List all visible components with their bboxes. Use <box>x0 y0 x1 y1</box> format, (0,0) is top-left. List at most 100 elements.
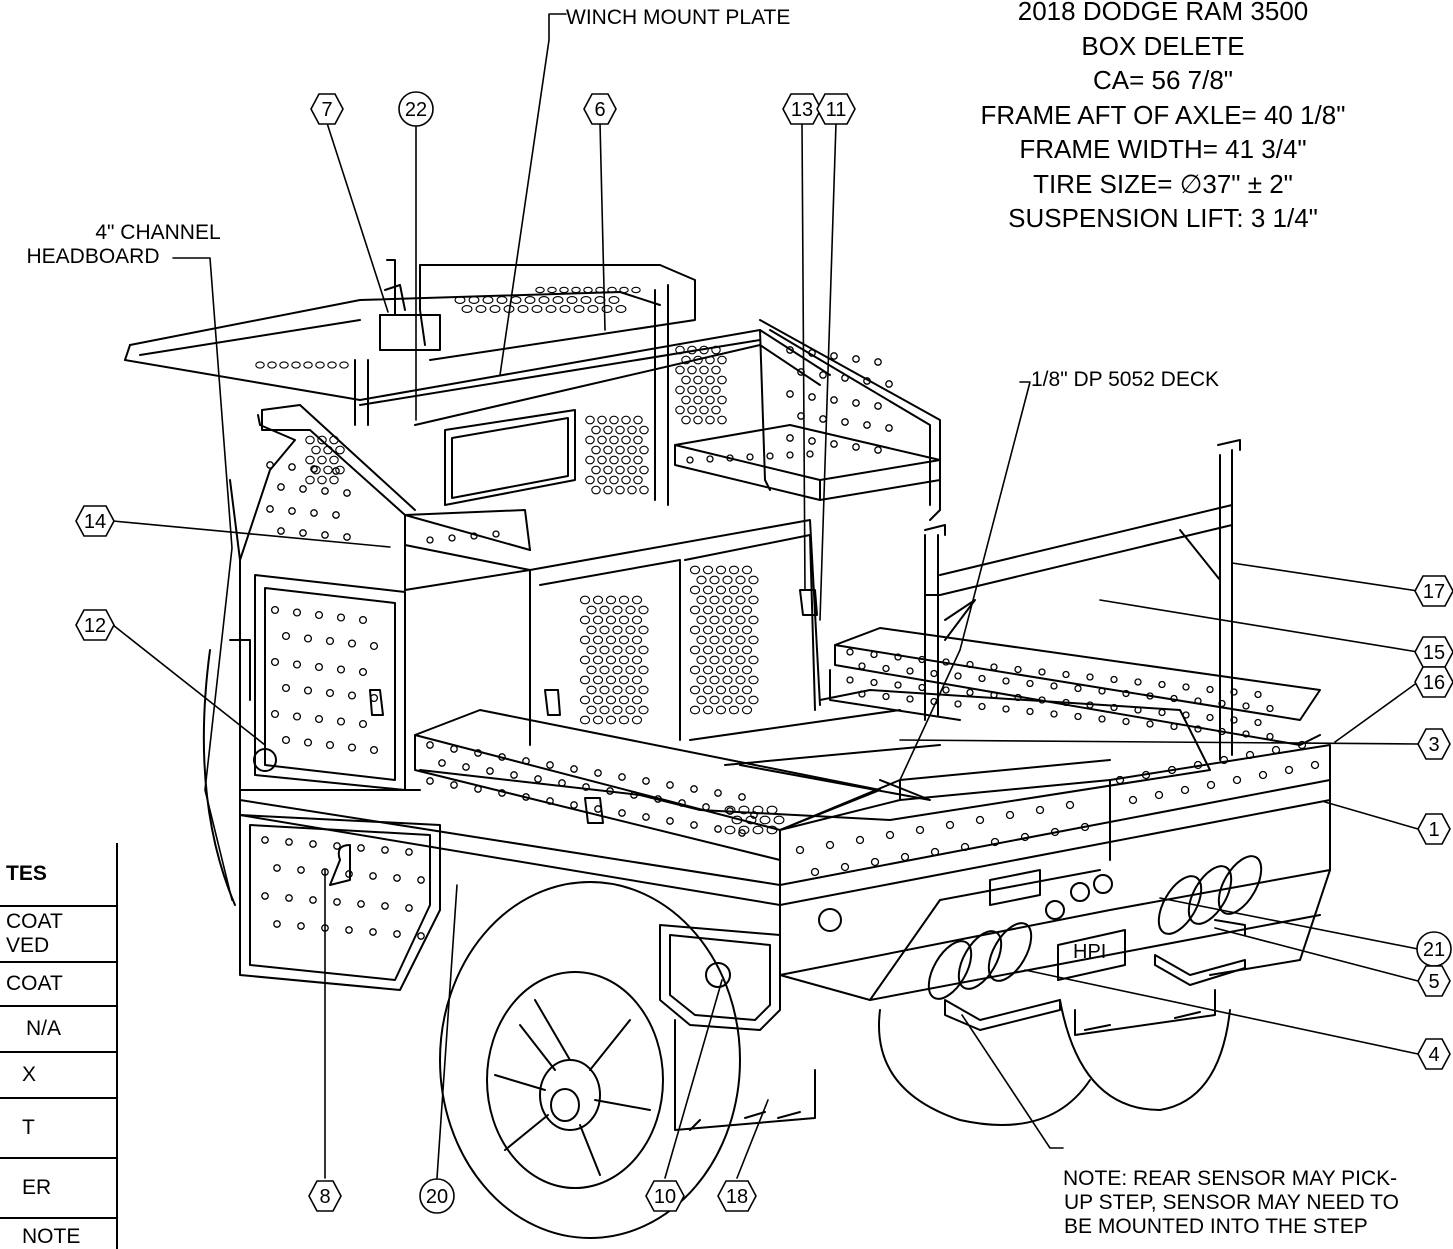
perforation-hole <box>417 932 425 940</box>
perforation-hole <box>369 872 377 880</box>
perforation-hole <box>277 527 285 535</box>
mesh-cell <box>715 685 727 695</box>
perforation-hole <box>332 467 340 475</box>
perforation-hole <box>270 605 280 615</box>
balloon-17: 17 <box>1414 575 1453 607</box>
perforation-hole <box>1134 678 1142 686</box>
perforation-hole <box>930 669 938 678</box>
mesh-cell <box>291 361 301 369</box>
mesh-cell <box>702 625 714 635</box>
perforation-hole <box>1218 699 1226 708</box>
license-plate <box>989 869 1126 981</box>
mesh-cell <box>675 365 685 375</box>
perforation-hole <box>1167 765 1177 775</box>
perforation-hole <box>1146 692 1154 700</box>
mesh-cell <box>689 565 701 575</box>
perforation-hole <box>405 904 413 912</box>
perforation-hole <box>666 817 674 825</box>
balloon-10: 10 <box>645 1180 685 1212</box>
perforation-hole <box>714 825 722 833</box>
perforation-hole <box>618 773 626 781</box>
perforation-hole <box>261 836 269 844</box>
mesh-cell <box>303 361 313 369</box>
mesh-cell <box>618 655 630 665</box>
perforation-hole <box>510 771 518 779</box>
perforation-hole <box>726 454 734 462</box>
notes-cell: ER <box>0 1157 118 1219</box>
perforation-hole <box>299 529 307 537</box>
perforation-hole <box>863 421 871 429</box>
mesh-cell <box>323 465 333 475</box>
perforation-hole <box>546 761 554 769</box>
perforation-hole <box>594 805 602 813</box>
mesh-cell <box>317 455 327 465</box>
perforation-hole <box>357 844 365 852</box>
perforation-hole <box>975 815 985 825</box>
mesh-cell <box>586 665 597 675</box>
mesh-cell <box>741 565 753 575</box>
mud-flap-right <box>1074 989 1216 1036</box>
mesh-cell <box>591 425 601 435</box>
perforation-hole <box>1005 810 1015 820</box>
mesh-cell <box>605 595 617 605</box>
perforation-hole <box>786 451 794 459</box>
mesh-cell <box>599 705 610 715</box>
channel-headboard-label-1: 4" CHANNEL <box>95 221 220 244</box>
perforation-hole <box>942 658 950 666</box>
notes-cell: COAT <box>0 961 118 1007</box>
perforation-hole <box>1050 827 1060 837</box>
mesh-cell <box>461 305 473 313</box>
mesh-cell <box>759 815 771 825</box>
mesh-cell <box>615 465 625 475</box>
mesh-cell <box>592 655 604 665</box>
mesh-cell <box>693 415 703 425</box>
mesh-cell <box>571 286 581 294</box>
perforation-hole <box>1271 745 1281 755</box>
mesh-cell <box>612 645 623 655</box>
perforation-hole <box>966 660 974 669</box>
mesh-cell <box>627 445 637 455</box>
mesh-cell <box>741 685 753 695</box>
perforation-hole <box>281 631 291 641</box>
perforation-hole <box>285 838 293 846</box>
mesh-cell <box>722 575 733 585</box>
mesh-cell <box>627 465 637 475</box>
perforation-hole <box>288 507 296 515</box>
mesh-cell <box>517 305 529 313</box>
perforation-hole <box>1219 755 1229 765</box>
mesh-cell <box>605 675 617 685</box>
mesh-cell <box>633 455 643 465</box>
mesh-cell <box>709 595 720 605</box>
mesh-cell <box>752 825 764 835</box>
perforation-hole <box>292 660 302 669</box>
perforation-hole <box>942 686 950 694</box>
balloon-5: 5 <box>1417 965 1451 997</box>
mesh-cell <box>717 375 727 385</box>
mesh-cell <box>702 705 714 715</box>
perforation-hole <box>343 489 351 497</box>
perforation-hole <box>1115 775 1125 785</box>
mesh-cell <box>722 635 733 645</box>
perforation-hole <box>1110 703 1118 712</box>
mesh-cell <box>592 615 604 625</box>
notes-cell-text: COAT <box>6 910 63 933</box>
perforation-hole <box>702 803 710 811</box>
balloon-number: 4 <box>1428 1044 1439 1066</box>
mesh-cell <box>618 615 630 625</box>
mesh-cell <box>618 675 630 685</box>
mesh-cell <box>689 685 701 695</box>
table-row: NOTE <box>0 1217 118 1249</box>
mesh-cell <box>715 565 727 575</box>
mesh-cell <box>728 585 740 595</box>
mesh-cell <box>638 665 649 675</box>
perforation-hole <box>882 664 890 673</box>
mesh-cell <box>597 435 607 445</box>
balloon-16: 16 <box>1414 666 1453 698</box>
mesh-cell <box>638 705 649 715</box>
perforation-hole <box>325 636 335 646</box>
notes-cell: X <box>0 1051 118 1099</box>
mesh-cell <box>586 685 597 695</box>
perforation-hole <box>1026 679 1034 688</box>
